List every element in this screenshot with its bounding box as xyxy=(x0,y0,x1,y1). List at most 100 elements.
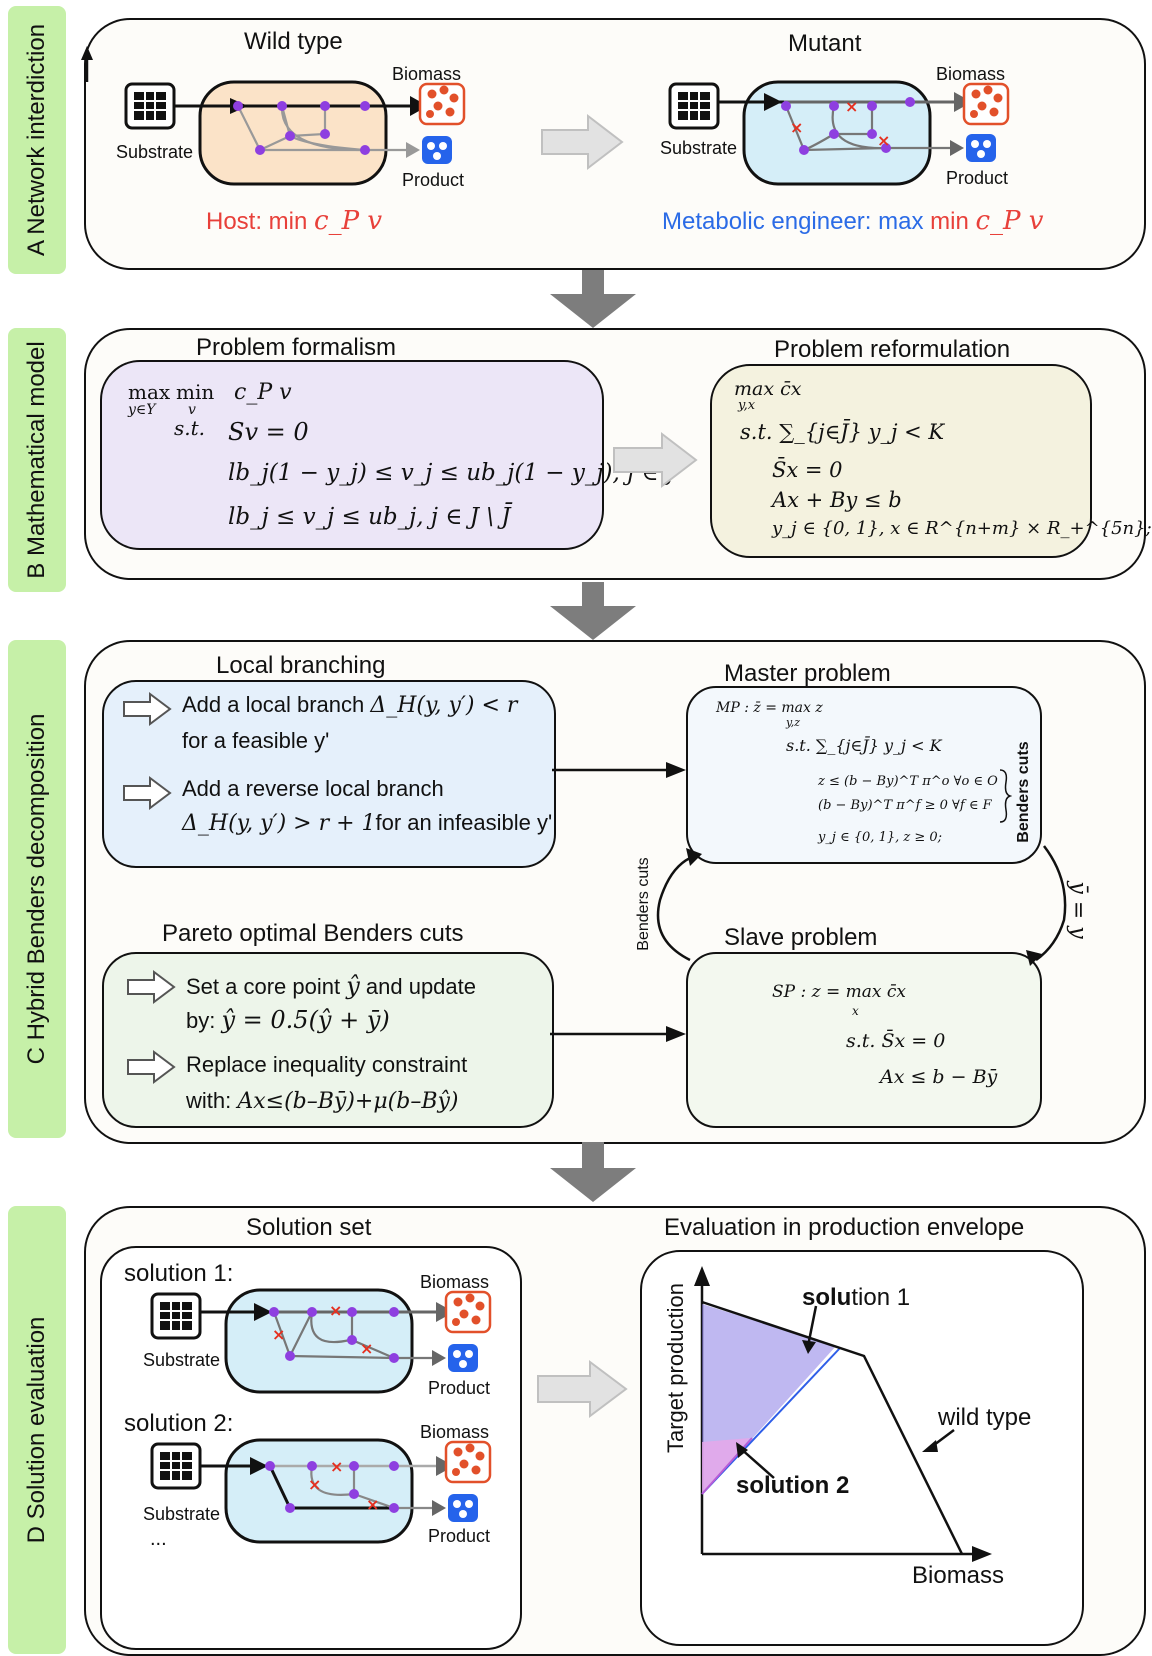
formalism-constraint-2: lb_j(1 − y_j) ≤ v_j ≤ ub_j(1 − y_j), j ∈… xyxy=(228,460,676,486)
mutant-substrate-label: Substrate xyxy=(660,138,738,158)
solution-1-envelope-label-bold: solu xyxy=(802,1284,852,1311)
master-problem-title: Master problem xyxy=(724,660,891,687)
panel-b-label: B Mathematical model xyxy=(23,341,50,579)
bullet-arrow-4-icon xyxy=(127,1050,176,1084)
formalism-min-sub: v xyxy=(188,402,196,418)
reformulation-max: max c̄x xyxy=(734,378,802,400)
solution-1-biomass-icon xyxy=(444,1290,492,1334)
formalism-st: s.t. xyxy=(174,416,206,440)
svg-text:×: × xyxy=(877,131,890,150)
slave-line-1-sub: x xyxy=(852,1004,859,1018)
panel-d-tab: D Solution evaluation xyxy=(8,1206,66,1654)
local-branch-line-1-text: Add a local branch xyxy=(182,692,371,717)
solution-2-biomass-icon xyxy=(444,1440,492,1484)
down-arrow-2-icon xyxy=(550,582,636,640)
panel-a-tab: A Network interdiction xyxy=(8,6,66,274)
engineer-objective: Metabolic engineer: max min c_P v xyxy=(662,206,1044,236)
pareto-line-2-text: by: xyxy=(186,1008,222,1033)
mutant-title: Mutant xyxy=(788,30,862,57)
solution-set-title: Solution set xyxy=(246,1214,372,1241)
solution-1-substrate-icon xyxy=(150,1292,202,1340)
formalism-max: max xyxy=(128,380,170,404)
slave-line-2: s.t. S̄x = 0 xyxy=(846,1030,946,1052)
reformulation-constraint-2: S̄x = 0 xyxy=(772,458,843,482)
master-line-4: (b − By)^T π^f ≥ 0 ∀f ∈ F xyxy=(818,798,992,813)
solution-2-network-diagram: × × × xyxy=(150,1438,492,1544)
wild-type-title: Wild type xyxy=(244,28,343,55)
slave-problem-title: Slave problem xyxy=(724,924,878,951)
slave-line-1: SP : z = max c̄x xyxy=(772,982,906,1002)
pareto-line-1-math: ŷ xyxy=(346,972,360,1000)
host-objective-text: Host: min xyxy=(206,208,315,235)
mutant-biomass-icon xyxy=(962,82,1010,126)
down-arrow-3-icon xyxy=(550,1142,636,1202)
mutant-network-diagram: ××× xyxy=(668,80,1010,186)
svg-text:×: × xyxy=(330,1457,343,1476)
pareto-line-1: Set a core point ŷ and update xyxy=(186,972,476,1000)
pareto-line-2-math: ŷ = 0.5(ŷ + ȳ) xyxy=(221,1006,390,1034)
host-objective: Host: min c_P v xyxy=(206,206,382,236)
local-branch-line-2: for a feasible y' xyxy=(182,728,330,753)
mutant-product-label: Product xyxy=(946,168,1009,188)
solution-2-envelope-label: solution 2 xyxy=(736,1472,850,1499)
local-branch-line-4-math: Δ_H(y, y′) > r + 1 xyxy=(182,811,376,836)
wild-type-envelope-label: wild type xyxy=(938,1404,1032,1431)
solution-2-substrate-icon xyxy=(150,1442,202,1490)
master-problem-box xyxy=(686,686,1042,864)
pareto-line-4-math: Ax≤(b–Bȳ)+μ(b–Bŷ) xyxy=(237,1089,459,1114)
local-branch-line-4: Δ_H(y, y′) > r + 1for an infeasible y' xyxy=(182,810,552,836)
pareto-line-2: by: ŷ = 0.5(ŷ + ȳ) xyxy=(186,1006,390,1034)
solution-ellipsis: ... xyxy=(150,1528,167,1550)
problem-reformulation-title: Problem reformulation xyxy=(774,336,1011,363)
svg-text:×: × xyxy=(308,1475,321,1494)
pareto-line-1-end: and update xyxy=(359,974,477,999)
svg-text:×: × xyxy=(272,1325,285,1344)
formalism-max-label: max xyxy=(128,380,171,404)
problem-formalism-title: Problem formalism xyxy=(196,334,397,361)
down-arrow-icon xyxy=(550,270,636,328)
evaluation-arrow-icon xyxy=(537,1360,628,1418)
svg-text:×: × xyxy=(329,1301,342,1320)
solution-1-knockout-icon: × × × xyxy=(272,1301,373,1358)
formalism-max-sub: y∈Y xyxy=(128,402,156,418)
pareto-title: Pareto optimal Benders cuts xyxy=(162,920,464,947)
local-branch-line-4-text: for an infeasible y' xyxy=(375,810,553,835)
master-line-5: y_j ∈ {0, 1}, z ≥ 0; xyxy=(818,830,943,845)
formalism-constraint-3: lb_j ≤ v_j ≤ ub_j, j ∈ J \ J̄ xyxy=(228,504,511,530)
panel-d-label: D Solution evaluation xyxy=(23,1316,50,1544)
formalism-box xyxy=(100,360,604,550)
formalism-min-label: min xyxy=(176,380,215,404)
knockout-icon: ××× xyxy=(790,97,890,150)
local-branch-line-1-math: Δ_H(y, y′) < r xyxy=(370,693,518,718)
benders-loop-connectors xyxy=(550,762,1067,1042)
pareto-line-4: with: Ax≤(b–Bȳ)+μ(b–Bŷ) xyxy=(186,1088,459,1114)
pareto-box xyxy=(102,952,554,1128)
evaluation-title: Evaluation in production envelope xyxy=(664,1214,1025,1241)
mutant-product-icon xyxy=(966,134,996,162)
solution-2-product-icon xyxy=(448,1494,478,1522)
master-brace-icon xyxy=(999,769,1012,823)
wild-type-network-diagram xyxy=(124,80,466,186)
host-objective-math: c_P v xyxy=(314,206,383,236)
svg-text:×: × xyxy=(366,1495,379,1514)
reformulation-max-sub: y,x xyxy=(738,398,756,413)
reformulation-arrow-icon xyxy=(613,431,698,489)
envelope-x-axis-label: Biomass xyxy=(912,1562,1005,1589)
local-branching-box xyxy=(102,680,556,868)
engineer-objective-text: Metabolic engineer: max xyxy=(662,208,931,235)
reformulation-box xyxy=(710,364,1092,558)
svg-text:×: × xyxy=(360,1339,373,1358)
transition-arrow-icon xyxy=(541,113,624,171)
panel-b-tab: B Mathematical model xyxy=(8,328,66,592)
wild-type-biomass-label: Biomass xyxy=(392,64,462,84)
bullet-arrow-icon xyxy=(123,692,172,726)
local-branch-line-3: Add a reverse local branch xyxy=(182,776,444,801)
pareto-line-3: Replace inequality constraint xyxy=(186,1052,468,1077)
panel-a-return-arrow-icon xyxy=(81,46,93,82)
substrate-icon xyxy=(124,82,176,130)
solution-2-knockout-icon: × × × xyxy=(308,1457,379,1514)
solution-1-envelope-label: solution 1 xyxy=(802,1284,910,1312)
solution-2-product-label: Product xyxy=(428,1526,491,1546)
solution-1-envelope-label-rest: tion 1 xyxy=(851,1284,911,1311)
solution-1-substrate-label: Substrate xyxy=(143,1350,221,1370)
